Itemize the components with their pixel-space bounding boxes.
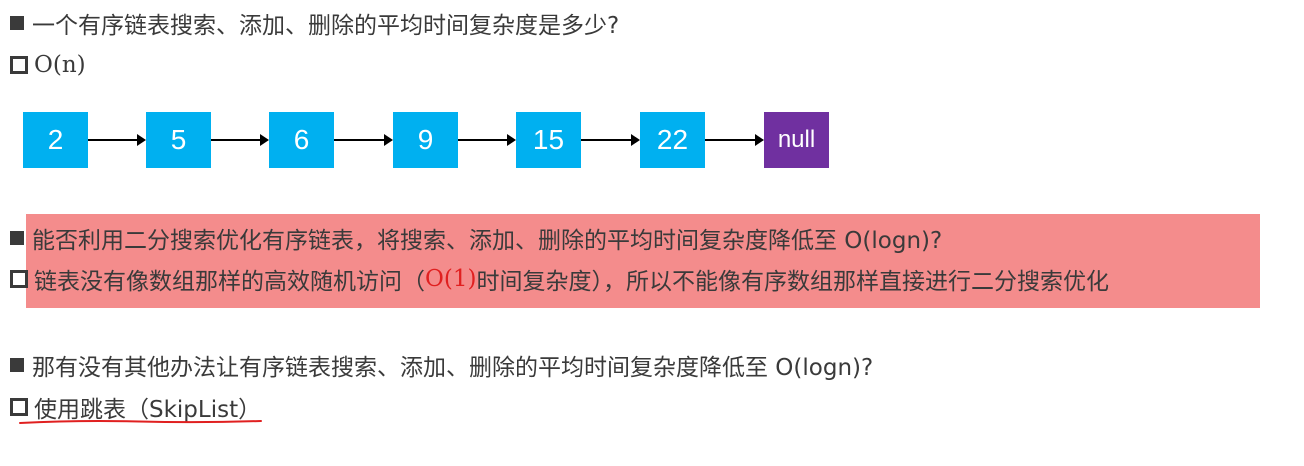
- hollow-square-bullet-icon: [10, 398, 28, 416]
- list-node: 2: [23, 112, 88, 168]
- red-underline: [19, 420, 262, 424]
- hollow-square-bullet-icon: [10, 270, 28, 288]
- answer-2: 链表没有像数组那样的高效随机访问（O(1) 时间复杂度），所以不能像有序数组那样…: [10, 262, 1109, 296]
- linked-list-diagram: 2 5 6 9 15 22 null: [0, 100, 860, 180]
- filled-square-bullet-icon: [10, 231, 24, 245]
- arrow-right-icon: [334, 134, 393, 146]
- answer-1-text: O(n): [34, 52, 86, 78]
- question-3: 那有没有其他办法让有序链表搜索、添加、删除的平均时间复杂度降低至 O(logn)…: [10, 348, 873, 382]
- arrow-right-icon: [581, 134, 640, 146]
- list-node: 6: [269, 112, 334, 168]
- answer-1: O(n): [10, 48, 86, 82]
- arrow-right-icon: [88, 134, 146, 146]
- question-2: 能否利用二分搜索优化有序链表，将搜索、添加、删除的平均时间复杂度降低至 O(lo…: [10, 221, 942, 255]
- arrow-right-icon: [211, 134, 269, 146]
- list-node: 22: [640, 112, 705, 168]
- question-3-text: 那有没有其他办法让有序链表搜索、添加、删除的平均时间复杂度降低至 O(logn)…: [32, 355, 874, 381]
- highlight-box: [26, 214, 1260, 308]
- list-node: 15: [516, 112, 581, 168]
- question-2-text: 能否利用二分搜索优化有序链表，将搜索、添加、删除的平均时间复杂度降低至 O(lo…: [32, 228, 943, 254]
- list-node: 9: [393, 112, 458, 168]
- null-node: null: [764, 112, 829, 168]
- hollow-square-bullet-icon: [10, 56, 28, 74]
- answer-2-text-after: 时间复杂度），所以不能像有序数组那样直接进行二分搜索优化: [476, 269, 1109, 295]
- answer-3: 使用跳表（SkipList）: [10, 390, 261, 424]
- filled-square-bullet-icon: [10, 16, 24, 30]
- question-1: 一个有序链表搜索、添加、删除的平均时间复杂度是多少?: [10, 6, 619, 40]
- answer-3-text: 使用跳表（SkipList）: [34, 397, 262, 423]
- question-1-text: 一个有序链表搜索、添加、删除的平均时间复杂度是多少?: [32, 13, 620, 39]
- list-node: 5: [146, 112, 211, 168]
- filled-square-bullet-icon: [10, 358, 24, 372]
- arrow-right-icon: [458, 134, 516, 146]
- answer-2-text-before: 链表没有像数组那样的高效随机访问（: [34, 269, 425, 295]
- arrow-right-icon: [705, 134, 764, 146]
- answer-2-complexity: O(1): [425, 266, 477, 292]
